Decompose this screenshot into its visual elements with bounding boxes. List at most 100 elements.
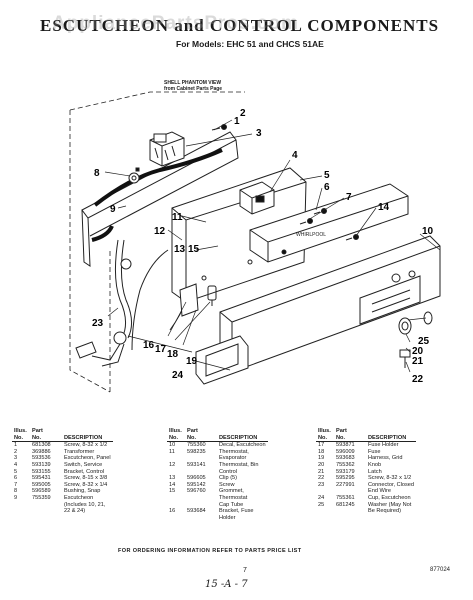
part-description: Thermostat, Bin — [219, 461, 259, 468]
part-description: Fuse Holder — [368, 442, 399, 449]
part-description: Bracket, Fuse — [219, 508, 254, 515]
illus-number: 25 — [318, 501, 325, 508]
shell-phantom-outline — [69, 91, 245, 393]
transformer — [149, 131, 185, 167]
illus-number — [316, 508, 334, 515]
header-illus-no: No. — [14, 434, 24, 441]
callout-6: 6 — [324, 182, 330, 193]
part-description: Decal, Escutcheon — [219, 442, 266, 449]
illus-number: 2 — [14, 448, 18, 455]
illus-number — [167, 469, 185, 476]
table-row: End Wire — [316, 488, 416, 495]
illus-number: 14 — [169, 481, 176, 488]
part-description: Transformer — [64, 448, 95, 455]
illus-number: 24 — [318, 494, 325, 501]
part-number: 596760 — [187, 488, 206, 495]
part-description: Fuse — [368, 448, 381, 455]
part-number: 593179 — [336, 468, 355, 475]
part-number: 596589 — [32, 488, 51, 495]
part-description: Switch, Service — [64, 461, 103, 468]
part-number: 596009 — [336, 448, 355, 455]
callout-22: 22 — [412, 374, 424, 385]
leader-lines — [104, 119, 441, 373]
callout-18: 18 — [167, 349, 179, 360]
header-illus-text: Illus. — [318, 428, 331, 434]
part-number — [185, 495, 217, 502]
illus-number: 21 — [318, 468, 325, 475]
part-description: Screw, 8-32 x 1/2 — [64, 442, 108, 449]
callout-16: 16 — [143, 340, 155, 351]
escutcheon-decal: WHIRLPOOL — [249, 183, 409, 263]
part-description: Washer (May Not — [368, 501, 412, 508]
document-code: 877024 — [430, 567, 451, 573]
part-number: 595295 — [336, 475, 355, 482]
table-row: Holder — [167, 515, 268, 522]
part-number: 593139 — [32, 461, 51, 468]
illus-number: 6 — [14, 475, 18, 482]
table-row: 14 595142 Screw — [167, 482, 268, 489]
watermark: AppliancePartsPros.com — [52, 13, 299, 34]
part-number: 227991 — [336, 481, 355, 488]
part-description: Latch — [368, 468, 382, 475]
shell-note-line2: from Cabinet Parts Page — [164, 86, 223, 92]
illus-number: 12 — [169, 461, 176, 468]
part-number: 755362 — [336, 461, 355, 468]
part-description: Evaporator — [219, 455, 247, 462]
header-part-no: No. — [187, 434, 197, 441]
part-number — [30, 502, 62, 509]
part-number: 593141 — [187, 461, 206, 468]
part-number: 595142 — [187, 481, 206, 488]
illus-number: 13 — [169, 475, 176, 482]
table-row: Control — [167, 469, 268, 476]
illus-number: 17 — [318, 442, 325, 449]
table-row: 25 681245 Washer (May Not — [316, 502, 416, 509]
callout-labels: 1 2 3 4 5 6 7 8 9 10 11 12 13 14 15 16 1… — [92, 108, 434, 385]
part-number: 595431 — [32, 475, 51, 482]
illus-number: 11 — [169, 448, 175, 455]
illus-number: 15 — [169, 488, 176, 495]
part-description: Screw, 8-32 x 1/4 — [64, 481, 108, 488]
callout-25: 25 — [418, 336, 430, 347]
part-description: Holder — [219, 514, 236, 521]
callout-8: 8 — [94, 168, 100, 179]
callout-1: 1 — [234, 116, 240, 127]
wiring-harness — [75, 239, 132, 367]
part-number — [334, 508, 366, 515]
illus-number — [12, 502, 30, 509]
header-illus-no: No. — [169, 434, 179, 441]
illus-number: 16 — [169, 508, 176, 515]
part-number: 681245 — [336, 501, 355, 508]
header-illus-text: Illus. — [14, 428, 27, 434]
illus-number: 5 — [14, 468, 18, 475]
part-description: Screw — [219, 481, 235, 488]
header-illus-no: No. — [318, 434, 328, 441]
illus-number — [167, 495, 185, 502]
part-description: Screw, 8-32 x 1/2 — [368, 475, 412, 482]
illus-number: 20 — [318, 461, 325, 468]
callout-23: 23 — [92, 318, 104, 329]
table-row: 21 593179 Latch — [316, 469, 416, 476]
illus-number — [167, 455, 185, 462]
header-part-no: No. — [32, 434, 42, 441]
illus-number: 10 — [169, 442, 176, 449]
callout-15: 15 — [188, 244, 200, 255]
part-number — [185, 515, 217, 522]
service-switch — [239, 181, 275, 215]
part-description: Thermostat, — [219, 448, 249, 455]
fuse-holder — [179, 283, 217, 317]
illus-number: 4 — [14, 461, 18, 468]
part-number: 681308 — [32, 442, 51, 449]
illus-number: 7 — [14, 481, 18, 488]
